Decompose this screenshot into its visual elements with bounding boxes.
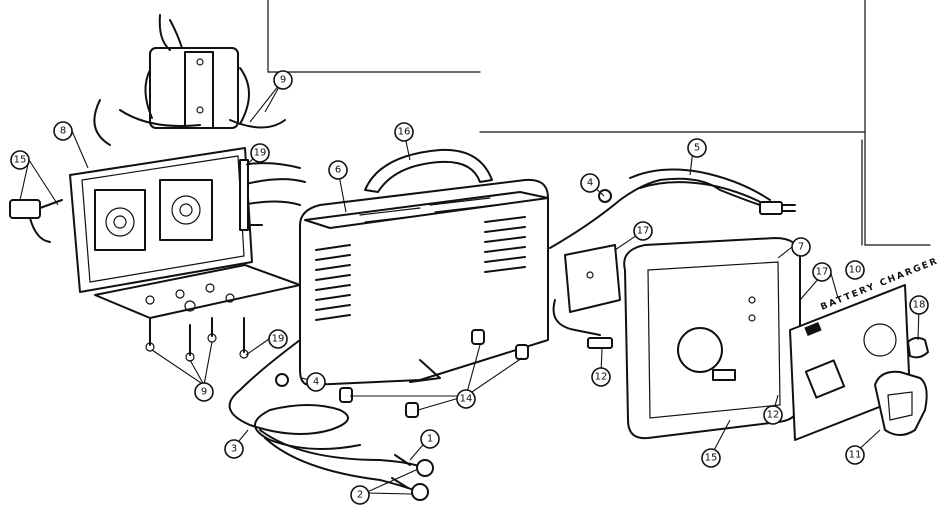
callout-9-top: 9 xyxy=(273,70,293,90)
callout-12-left: 12 xyxy=(591,367,611,387)
callout-label: 12 xyxy=(767,410,780,421)
callout-14: 14 xyxy=(456,389,476,409)
front-panel xyxy=(623,237,801,440)
callout-label: 19 xyxy=(254,148,267,159)
case-vents-left xyxy=(315,244,351,321)
case-top-vents xyxy=(359,197,496,223)
callout-label: 14 xyxy=(460,394,473,405)
callout-15-right: 15 xyxy=(701,448,721,468)
callout-12-right: 12 xyxy=(763,405,783,425)
rear-heatsink-plate xyxy=(69,147,253,293)
callout-label: 17 xyxy=(637,226,650,237)
screws-bottom-left xyxy=(145,317,249,362)
callout-10: 10 xyxy=(845,260,865,280)
callout-label: 10 xyxy=(849,265,862,276)
callout-label: 7 xyxy=(798,242,804,253)
callout-label: 9 xyxy=(280,75,286,86)
callout-label: 15 xyxy=(14,155,27,166)
callout-17-left: 17 xyxy=(633,221,653,241)
frame-lines xyxy=(267,0,931,246)
callout-18: 18 xyxy=(909,295,929,315)
callout-19-bottom: 19 xyxy=(268,329,288,349)
callout-label: 6 xyxy=(335,165,341,176)
dc-output-cables xyxy=(228,339,434,501)
circuit-breaker xyxy=(9,199,63,243)
callout-6: 6 xyxy=(328,160,348,180)
callout-15-left: 15 xyxy=(10,150,30,170)
wiring-harness xyxy=(239,159,306,231)
callout-label: 5 xyxy=(694,143,700,154)
callout-label: 19 xyxy=(272,334,285,345)
callout-label: 11 xyxy=(849,450,862,461)
case-vents-right xyxy=(484,216,526,273)
callout-label: 4 xyxy=(313,377,319,388)
cabinet-case xyxy=(299,178,549,386)
control-knob xyxy=(907,336,929,359)
callout-label: 3 xyxy=(231,444,237,455)
callout-11: 11 xyxy=(845,445,865,465)
callout-4-right: 4 xyxy=(580,173,600,193)
callout-3: 3 xyxy=(224,439,244,459)
callout-label: 4 xyxy=(587,178,593,189)
callout-8: 8 xyxy=(53,121,73,141)
carry-handle xyxy=(364,148,493,193)
transformer-assembly xyxy=(93,14,286,146)
ammeter-gauge xyxy=(874,370,928,436)
callout-5: 5 xyxy=(687,138,707,158)
callout-label: 8 xyxy=(60,126,66,137)
callout-9-bottom: 9 xyxy=(194,382,214,402)
callout-16: 16 xyxy=(394,122,414,142)
callout-label: 16 xyxy=(398,127,411,138)
rubber-feet xyxy=(339,329,529,418)
callout-label: 17 xyxy=(816,267,829,278)
callout-label: 12 xyxy=(595,372,608,383)
ammeter-bracket xyxy=(552,244,621,336)
callout-label: 1 xyxy=(427,434,433,445)
callout-label: 15 xyxy=(705,453,718,464)
rectifier-clip xyxy=(587,337,613,349)
ac-power-cord xyxy=(549,168,796,249)
callout-label: 18 xyxy=(913,300,926,311)
callout-7: 7 xyxy=(791,237,811,257)
callout-4-left: 4 xyxy=(306,372,326,392)
callout-19-top: 19 xyxy=(250,143,270,163)
callout-label: 2 xyxy=(357,490,363,501)
callout-17-right: 17 xyxy=(812,262,832,282)
callout-label: 9 xyxy=(201,387,207,398)
callout-1: 1 xyxy=(420,429,440,449)
callout-2: 2 xyxy=(350,485,370,505)
